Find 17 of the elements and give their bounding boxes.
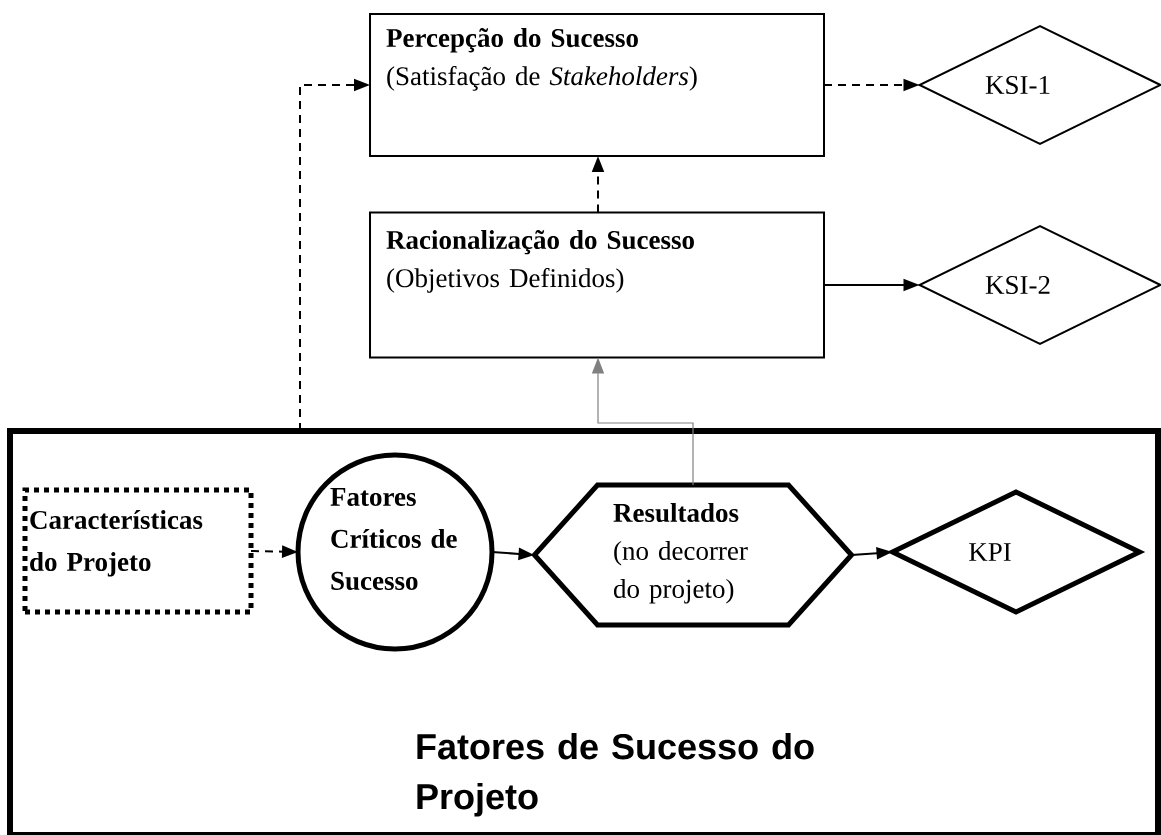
group-frame [7, 428, 1161, 835]
circle-node [295, 452, 495, 652]
process-box [369, 13, 825, 157]
node-text: KPI [969, 543, 1011, 561]
dotted-box [22, 487, 254, 615]
process-box [369, 211, 825, 359]
node-text: (Objetivos Definidos) [387, 268, 624, 293]
node-text: KSI-2 [985, 275, 1050, 295]
node-text: KSI-1 [985, 75, 1050, 95]
node-title: Resultados [613, 503, 739, 523]
node-title: Racionalização do Sucesso [386, 230, 694, 255]
node-title: Fatores Críticos de Sucesso [330, 488, 457, 590]
node-title: Características do Projeto [30, 510, 203, 577]
node-title: Percepção do Sucesso [386, 28, 638, 53]
heading: Fatores de Sucesso do Projeto [417, 733, 814, 817]
node-text: (no decorrer do projeto) [614, 541, 748, 604]
node-text: (Satisfação de Stakeholders) [387, 66, 697, 91]
